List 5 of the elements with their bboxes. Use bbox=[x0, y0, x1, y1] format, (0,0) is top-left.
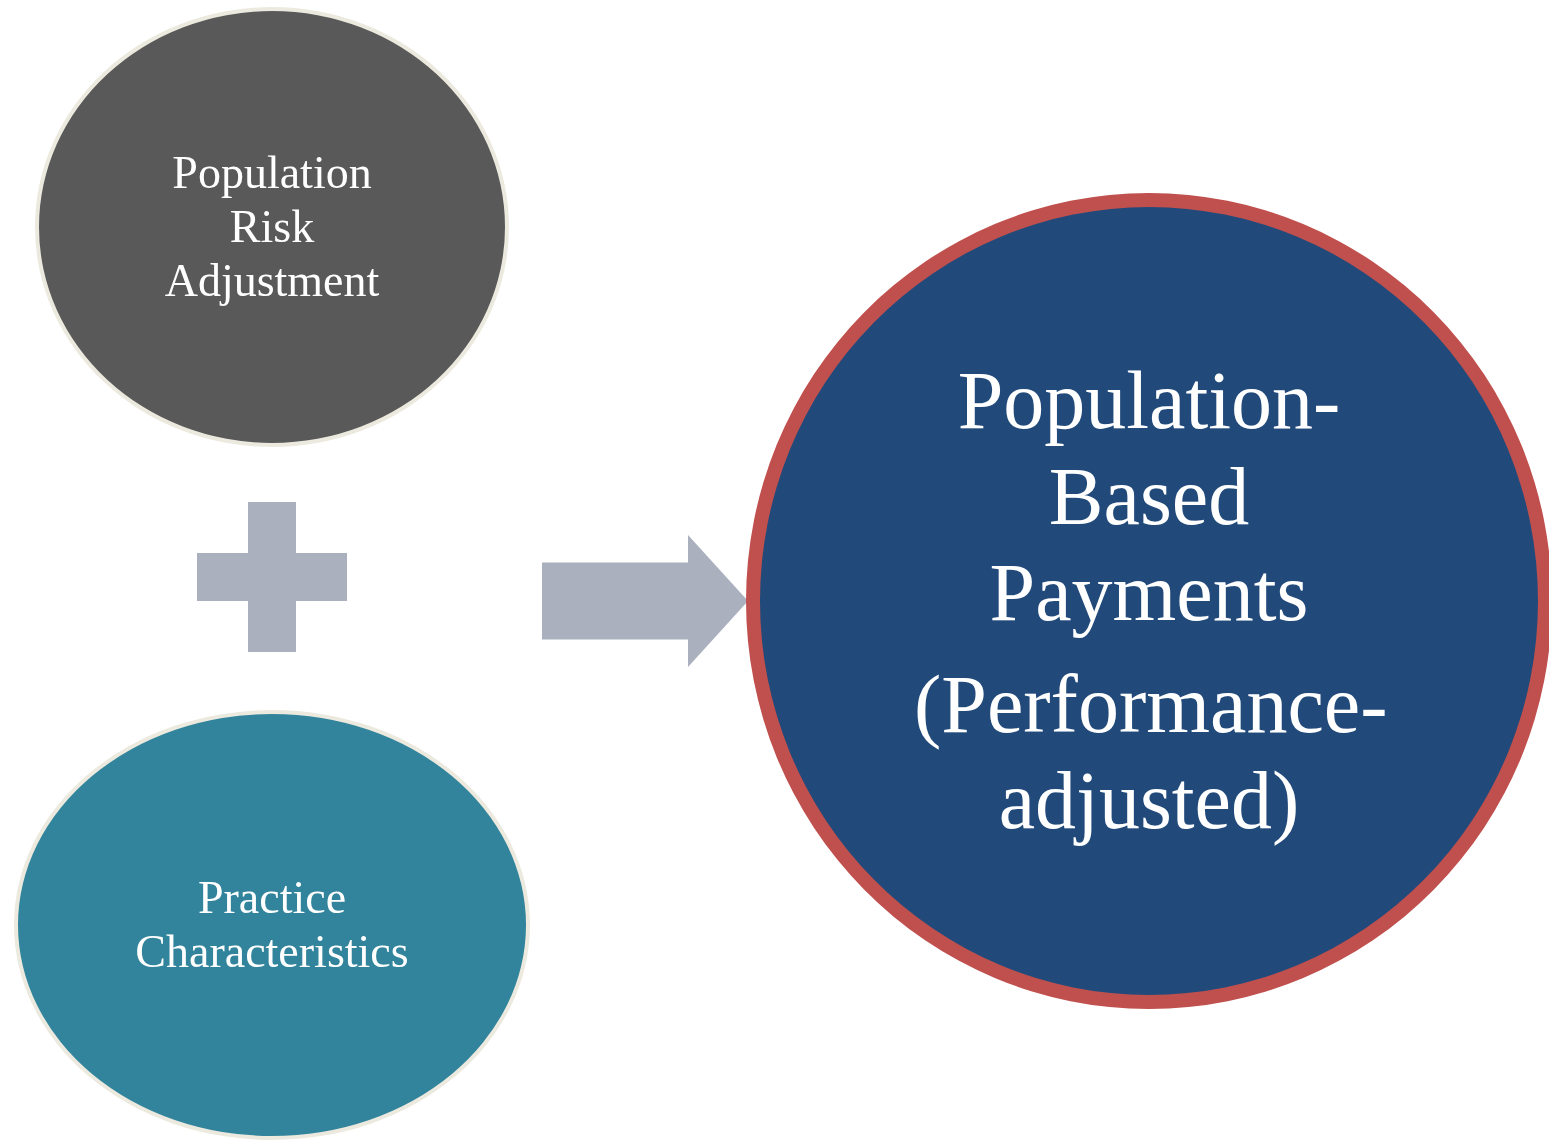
node-label: Population Risk Adjustment bbox=[163, 146, 381, 308]
node-label: Practice Characteristics bbox=[134, 871, 410, 979]
node-label: (Performance-adjusted) bbox=[914, 658, 1384, 848]
node-label: Population-Based Payments bbox=[956, 354, 1342, 640]
block-arrow bbox=[542, 535, 748, 667]
